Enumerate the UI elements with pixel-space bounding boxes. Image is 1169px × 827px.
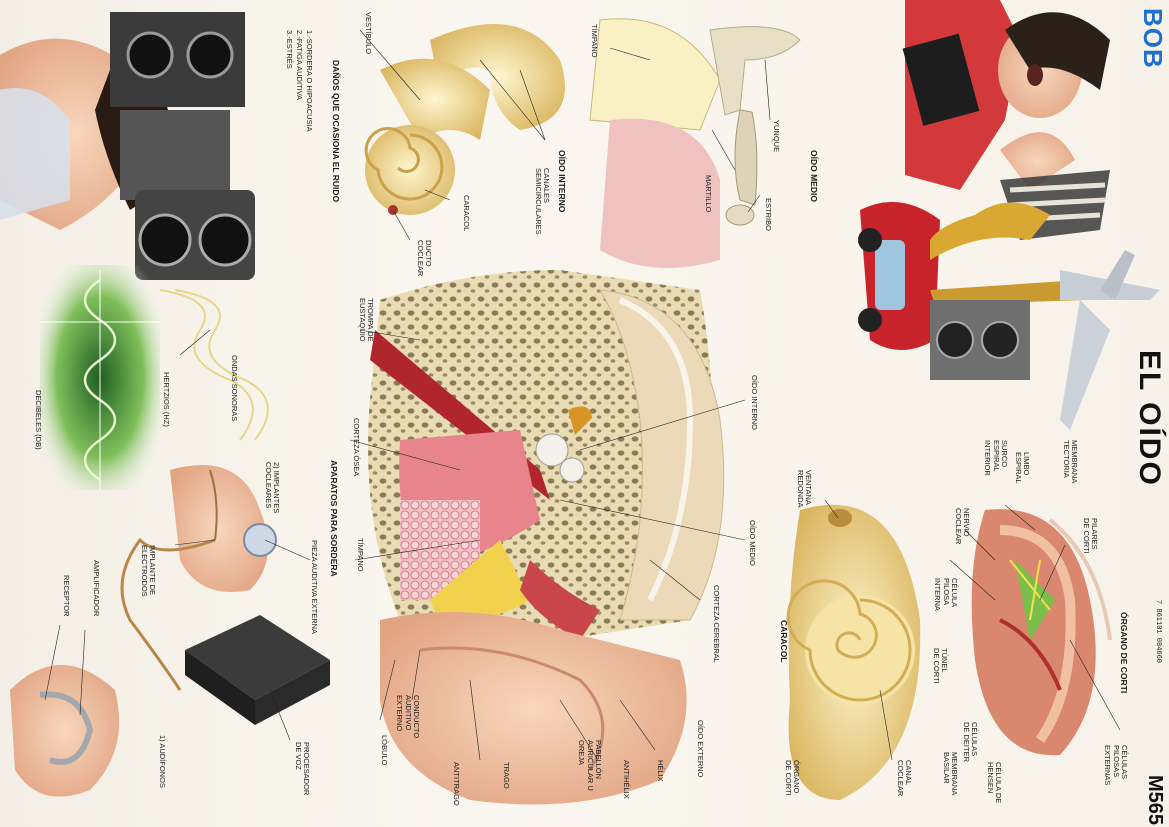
page-title: EL OÍDO (1133, 350, 1166, 487)
hearing-aids-illustration (10, 465, 330, 797)
label-receptor: RECEPTOR (62, 575, 71, 617)
label-membrana-tectoria: MEMBRANA TECTORIA (1061, 440, 1079, 483)
label-pieza: PIEZA AUDITIVA EXTERNA (310, 540, 319, 635)
label-deiter: CÉLULAS DE DEITER (961, 722, 979, 763)
label-timpano-main: TÍMPANO (356, 538, 365, 572)
heading-aparatos: APARATOS PARA SORDERA (329, 460, 339, 577)
middle-ear-illustration (589, 18, 801, 268)
label-vestibulo: VESTÍBULO (364, 12, 373, 55)
label-martillo: MARTILLO (704, 175, 713, 213)
label-canal-coclear: CANAL COCLEAR (895, 760, 913, 797)
label-corteza-cerebral: CORTEZA CEREBRAL (712, 585, 721, 663)
cochlea-illustration (786, 504, 921, 800)
label-organo-corti-caracol: ÓRGANO DE CORTI (783, 760, 801, 796)
label-ventana: VENTANA REDONDA (795, 470, 813, 508)
label-oido-medio-main: OÍDO MEDIO (748, 520, 757, 566)
danos-item: 3.-ESTRÉS (284, 30, 294, 69)
heading-danos: DAÑOS QUE OCASIONA EL RUIDO (331, 60, 341, 203)
noise-victim-illustration (0, 12, 269, 441)
label-timpano-medio: TÍMPANO (590, 24, 599, 58)
label-tunel: TÚNEL DE CORTI (931, 648, 949, 684)
noise-sources-illustration (858, 0, 1160, 430)
danos-list: 1.-SORDERA O HIPOACUSIA 2.-FATIGA AUDITI… (284, 30, 314, 132)
label-caracol-interno: CARACOL (462, 195, 471, 232)
label-lobulo: LÓBULO (380, 735, 389, 766)
label-celulas-externas: CÉLULAS PILOSAS EXTERNAS (1103, 745, 1130, 786)
heading-organo-corti: ÓRGANO DE CORTI (1119, 612, 1129, 694)
label-estribo: ESTRIBO (764, 198, 773, 231)
label-corteza-osea: CORTEZA ÓSEA (352, 418, 361, 477)
label-ducto-coclear: DUCTO COCLEAR (415, 240, 433, 277)
ear-cross-section (368, 270, 725, 805)
label-canales: CANALES SEMICIRCULARES (533, 168, 551, 235)
label-amplificador: AMPLIFICADOR (92, 560, 101, 617)
leader-lines (44, 29, 1121, 761)
heading-caracol: CARACOL (779, 620, 789, 663)
danos-item: 1.-SORDERA O HIPOACUSIA (305, 30, 314, 132)
label-basilar: MEMBRANA BASILAR (941, 752, 959, 795)
brand-logo: BOB (1138, 8, 1168, 69)
label-hensen: CÉLULA DE HENSEN (985, 762, 1003, 804)
label-oido-interno-main: OÍDO INTERNO (750, 375, 759, 431)
organ-of-corti-illustration (971, 509, 1112, 756)
label-nervio: NERVIO COCLEAR (953, 508, 971, 545)
label-ondas: ONDAS SONORAS (230, 355, 239, 422)
label-implante-electrodos: IMPLANTE DE ELECTRODOS (139, 545, 157, 597)
label-oido-externo: OÍDO EXTERNO (696, 720, 705, 778)
label-helix: HÉLIX (656, 760, 665, 782)
product-code: M565 (1144, 775, 1166, 826)
label-celula-interna: CÉLULA PILOSA INTERNA (933, 578, 960, 611)
heading-oido-interno: OÍDO INTERNO (557, 150, 567, 213)
label-pilares: PILARES DE CORTI (1081, 518, 1099, 554)
label-audifonos: 1) AUDÍFONOS (158, 735, 167, 788)
label-procesador: PROCESADOR DE VOZ (293, 742, 311, 796)
label-yunque: YUNQUE (772, 120, 781, 153)
label-trago: TRAGO (502, 762, 511, 789)
label-limbo: LIMBO ESPIRAL (1013, 452, 1031, 484)
label-surco: SURCO ESPIRAL INTERIOR (983, 440, 1010, 476)
label-implantes: 2) IMPLANTES COCLEARES (263, 462, 281, 514)
label-pabellon: PABELLÓN AURICULAR U OREJA (577, 740, 604, 791)
label-conducto: CONDUCTO AUDITIVO EXTERNO (395, 695, 422, 739)
inner-ear-illustration (364, 24, 565, 215)
label-hertzios: HERTZIOS (Hz) (162, 372, 171, 427)
barcode-number: 7 861101 084660 (1154, 600, 1162, 664)
label-decibeles: DECIBELES (dB) (34, 390, 43, 450)
danos-item: 2.-FATIGA AUDITIVA (294, 30, 304, 101)
label-trompa: TROMPA DE EUSTAQUIO (357, 298, 375, 342)
heading-oido-medio: OÍDO MEDIO (809, 150, 819, 202)
sound-wave-illustration (40, 265, 160, 490)
label-antihelix: ANTIHÉLIX (622, 760, 631, 799)
label-antitrago: ANTITRAGO (452, 762, 461, 806)
